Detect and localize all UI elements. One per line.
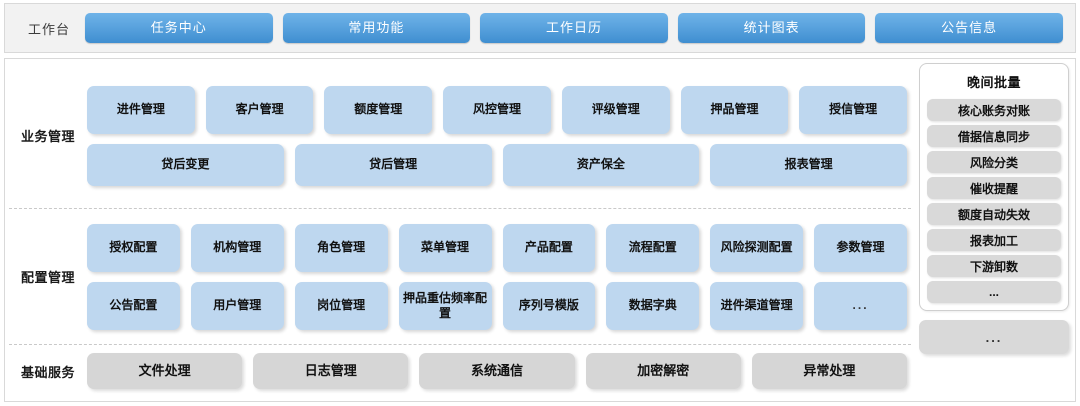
tile-report-management[interactable]: 报表管理 [710, 143, 907, 186]
tile-post-loan-change[interactable]: 贷后变更 [87, 143, 284, 186]
batch-item-loan-note-info-sync[interactable]: 借据信息同步 [927, 125, 1061, 147]
business-row-2: 贷后变更 贷后管理 资产保全 报表管理 [87, 143, 907, 186]
tab-announcements[interactable]: 公告信息 [875, 13, 1063, 43]
batch-panel-more-button[interactable]: ... [919, 320, 1069, 354]
tile-serial-number-template[interactable]: 序列号模版 [502, 281, 596, 330]
tile-log-management[interactable]: 日志管理 [253, 353, 409, 390]
tab-work-calendar[interactable]: 工作日历 [480, 13, 668, 43]
section-label-configuration: 配置管理 [20, 270, 75, 286]
section-label-business: 业务管理 [20, 129, 75, 145]
tile-system-communication[interactable]: 系统通信 [419, 353, 575, 390]
workbench-title: 工作台 [27, 21, 70, 37]
tab-statistics-charts[interactable]: 统计图表 [677, 13, 866, 43]
config-row-1: 授权配置 机构管理 角色管理 菜单管理 产品配置 流程配置 风险探测配置 参数管… [87, 223, 907, 272]
batch-item-credit-limit-auto-expiry[interactable]: 额度自动失效 [927, 203, 1061, 225]
tile-rating-management[interactable]: 评级管理 [561, 85, 670, 134]
section-configuration-management: 配置管理 授权配置 机构管理 角色管理 菜单管理 产品配置 流程配置 风险探测配… [9, 208, 911, 346]
tile-customer-management[interactable]: 客户管理 [205, 85, 314, 134]
tile-post-loan-management[interactable]: 贷后管理 [294, 143, 492, 186]
tab-task-center[interactable]: 任务中心 [85, 13, 273, 43]
tile-collateral-management[interactable]: 押品管理 [680, 85, 789, 134]
config-row-2: 公告配置 用户管理 岗位管理 押品重估频率配置 序列号模版 数据字典 进件渠道管… [87, 281, 907, 330]
tile-encryption-decryption[interactable]: 加密解密 [585, 353, 741, 390]
batch-item-downstream-data-unload[interactable]: 下游卸数 [927, 255, 1061, 277]
tile-organization-management[interactable]: 机构管理 [190, 223, 284, 272]
business-row-1: 进件管理 客户管理 额度管理 风控管理 评级管理 押品管理 授信管理 [87, 85, 908, 134]
tile-application-management[interactable]: 进件管理 [87, 85, 195, 134]
nightly-batch-card: 晚间批量 核心账务对账 借据信息同步 风险分类 催收提醒 额度自动失效 报表加工… [919, 63, 1069, 311]
tile-process-config[interactable]: 流程配置 [606, 223, 700, 272]
section-body-basic-services: 文件处理 日志管理 系统通信 加密解密 异常处理 [87, 353, 911, 390]
tile-data-dictionary[interactable]: 数据字典 [606, 281, 700, 330]
tile-menu-management[interactable]: 菜单管理 [398, 223, 492, 272]
tile-config-more[interactable]: ... [814, 281, 907, 330]
batch-item-collection-reminder[interactable]: 催收提醒 [927, 177, 1061, 199]
section-body-configuration: 授权配置 机构管理 角色管理 菜单管理 产品配置 流程配置 风险探测配置 参数管… [87, 223, 911, 330]
tab-common-functions[interactable]: 常用功能 [282, 13, 471, 43]
batch-item-more[interactable]: ... [927, 281, 1061, 303]
tile-risk-control-management[interactable]: 风控管理 [443, 85, 551, 134]
batch-item-report-processing[interactable]: 报表加工 [927, 229, 1061, 251]
section-body-business: 进件管理 客户管理 额度管理 风控管理 评级管理 押品管理 授信管理 贷后变更 … [87, 85, 911, 186]
batch-item-core-accounting-reconciliation[interactable]: 核心账务对账 [927, 99, 1061, 121]
tile-authorization-config[interactable]: 授权配置 [87, 223, 180, 272]
section-business-management: 业务管理 进件管理 客户管理 额度管理 风控管理 评级管理 押品管理 授信管理 … [9, 63, 911, 208]
tile-announcement-config[interactable]: 公告配置 [87, 281, 180, 330]
tile-parameter-management[interactable]: 参数管理 [814, 223, 907, 272]
nightly-batch-title: 晚间批量 [966, 75, 1021, 90]
tile-risk-detection-config[interactable]: 风险探测配置 [710, 223, 804, 272]
section-label-basic-services: 基础服务 [20, 364, 75, 380]
tile-asset-preservation[interactable]: 资产保全 [502, 143, 700, 186]
toolbar-tab-list: 任务中心 常用功能 工作日历 统计图表 公告信息 [85, 13, 1067, 43]
top-toolbar: 工作台 任务中心 常用功能 工作日历 统计图表 公告信息 [4, 3, 1076, 53]
tile-collateral-revaluation-frequency-config[interactable]: 押品重估频率配置 [398, 281, 492, 330]
tile-product-config[interactable]: 产品配置 [502, 223, 596, 272]
section-basic-services: 基础服务 文件处理 日志管理 系统通信 加密解密 异常处理 [9, 345, 911, 397]
tile-exception-handling[interactable]: 异常处理 [751, 353, 908, 390]
tile-role-management[interactable]: 角色管理 [294, 223, 388, 272]
batch-item-risk-classification[interactable]: 风险分类 [927, 151, 1061, 173]
tile-file-processing[interactable]: 文件处理 [87, 353, 243, 390]
basic-row-1: 文件处理 日志管理 系统通信 加密解密 异常处理 [87, 353, 908, 390]
tile-user-management[interactable]: 用户管理 [190, 281, 284, 330]
tile-position-management[interactable]: 岗位管理 [294, 281, 388, 330]
batch-column: 晚间批量 核心账务对账 借据信息同步 风险分类 催收提醒 额度自动失效 报表加工… [917, 59, 1075, 401]
tile-credit-limit-management[interactable]: 额度管理 [324, 85, 433, 134]
tile-application-channel-management[interactable]: 进件渠道管理 [710, 281, 804, 330]
tile-credit-granting-management[interactable]: 授信管理 [799, 85, 908, 134]
modules-column: 业务管理 进件管理 客户管理 额度管理 风控管理 评级管理 押品管理 授信管理 … [5, 59, 917, 401]
main-frame: 业务管理 进件管理 客户管理 额度管理 风控管理 评级管理 押品管理 授信管理 … [4, 58, 1076, 402]
